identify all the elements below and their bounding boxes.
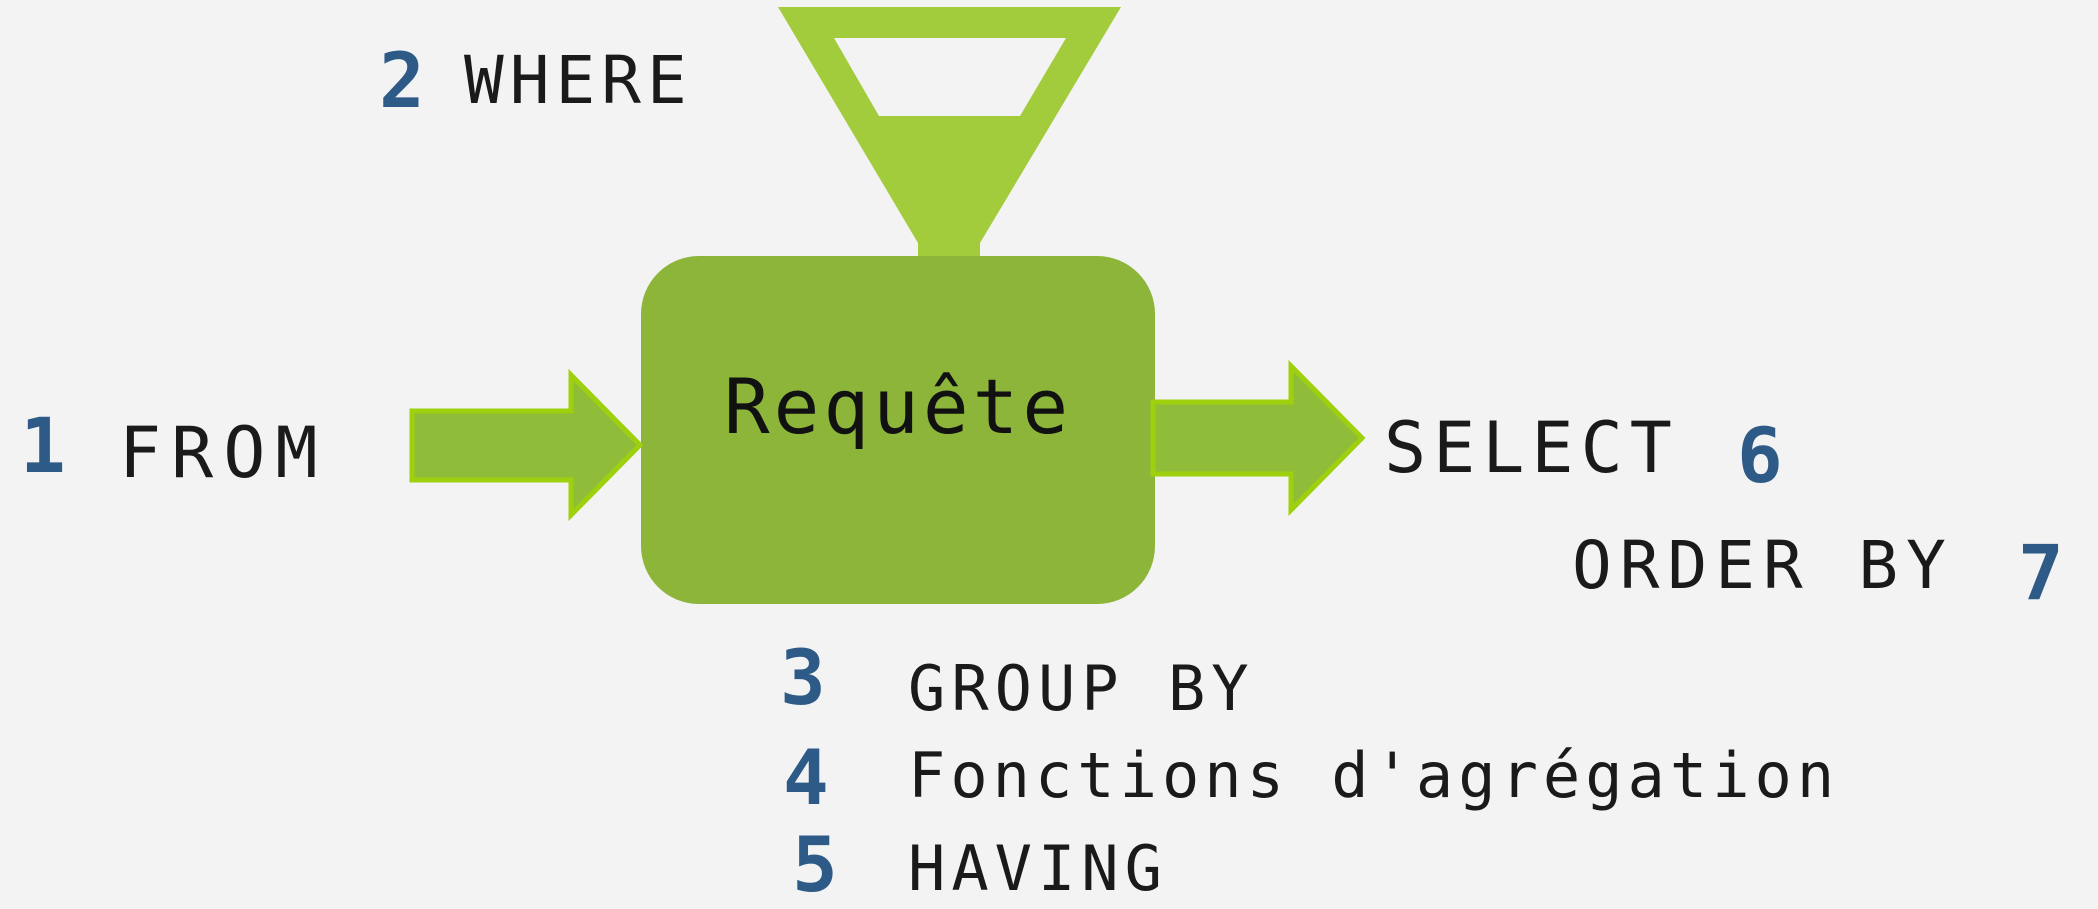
step-number: 6 — [1737, 411, 1783, 500]
step-number: 5 — [792, 820, 838, 909]
step-number: 4 — [783, 733, 829, 822]
funnel-icon — [778, 7, 1121, 262]
step-label-select: SELECT — [1384, 407, 1679, 489]
step-label-order-by: ORDER BY — [1572, 527, 1954, 604]
step-number: 2 — [379, 36, 425, 125]
output-arrow — [1150, 359, 1366, 517]
step-number: 7 — [2018, 528, 2064, 617]
step-label-where: WHERE — [464, 42, 693, 119]
step-number: 1 — [20, 401, 66, 490]
input-arrow — [409, 368, 644, 522]
step-label-aggregation: Fonctions d'agrégation — [908, 739, 1840, 812]
step-label-group-by: GROUP BY — [908, 652, 1255, 725]
step-label-from: FROM — [119, 412, 328, 494]
step-number: 3 — [780, 633, 826, 722]
query-label: Requête — [723, 361, 1073, 451]
step-label-having: HAVING — [908, 832, 1168, 905]
query-box — [641, 256, 1155, 604]
